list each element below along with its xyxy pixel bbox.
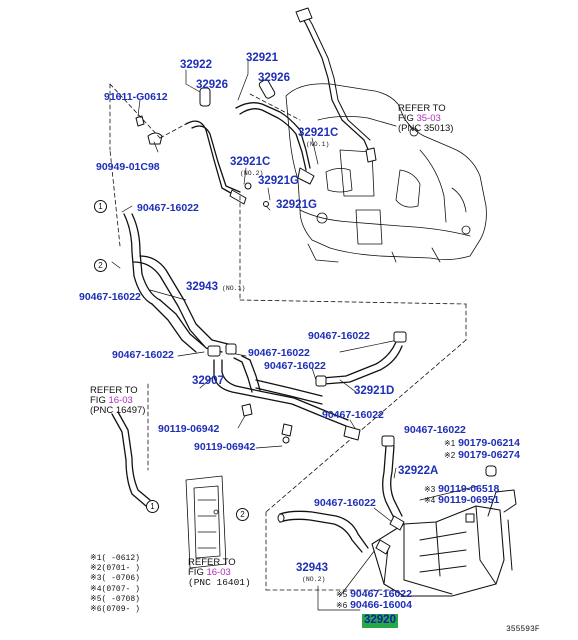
legend-range: (0701- ): [101, 564, 140, 574]
legend-mark: ※5: [90, 594, 102, 604]
refer-fig-line: FIG 35-03: [398, 112, 453, 124]
part-label-90467-16022-5: 90467-16022: [248, 347, 310, 359]
part-label-32921c-no1: 32921C: [298, 127, 339, 139]
legend-range: ( -0706): [101, 574, 140, 584]
no2-note: (NO.2): [240, 170, 264, 177]
legend-mark: ※6: [90, 605, 102, 615]
p90179-06214-text: 90179-06214: [458, 437, 520, 449]
mark-5: ※5: [336, 590, 348, 599]
no2-note-b: (NO.2): [302, 576, 326, 583]
part-label-32922: 32922: [180, 59, 212, 71]
fig-number: 16-03: [108, 394, 133, 406]
drawing-number: 355593F: [506, 625, 540, 634]
mark-1: ※1: [444, 439, 456, 448]
p90119-06951-text: 90119-06951: [438, 494, 500, 506]
part-label-32921g: 32921G: [258, 175, 299, 187]
no1-note: (NO.1): [306, 141, 330, 148]
part-label-32921c-no2: 32921C: [230, 156, 271, 168]
part-label-32920-highlighted: 32920: [362, 614, 398, 628]
legend-mark: ※3: [90, 574, 102, 584]
legend-range: ( -0708): [101, 594, 140, 604]
mark-4: ※4: [424, 496, 436, 505]
legend-row: ※4(0707- ): [90, 585, 140, 595]
fig-number: 16-03: [206, 566, 231, 578]
legend-mark: ※2: [90, 564, 102, 574]
part-label-90467-16022-9: 90467-16022: [314, 497, 376, 509]
transmission-housing: [285, 83, 487, 263]
part-label-90467-16022-10: ※5 90467-16022: [336, 589, 412, 600]
legend-range: ( -0612): [101, 554, 140, 563]
legend-row: ※5( -0708): [90, 595, 140, 605]
refer-pnc: (PNC 16401): [188, 576, 251, 588]
legend-row: ※6(0709- ): [90, 605, 140, 615]
part-label-90179-06274: ※2 90179-06274: [444, 450, 520, 461]
part-label-90119-06518: ※3 90119-06518: [424, 484, 499, 495]
part-label-32943-no2: 32943: [296, 562, 328, 574]
refer-text: REFER TO: [90, 385, 138, 396]
mark-6: ※6: [336, 601, 348, 610]
refer-fig-35-03: REFER TO FIG 35-03 (PNC 35013): [398, 104, 453, 134]
legend-row: ※1( -0612): [90, 554, 140, 564]
part-label-90949-01c98: 90949-01C98: [96, 161, 160, 173]
part-label-90466-16004: ※6 90466-16004: [336, 600, 412, 611]
fig-prefix: FIG: [188, 566, 207, 578]
refer-fig-16-03-a: REFER TO FIG 16-03 (PNC 16497): [90, 386, 145, 416]
part-label-90467-16022-3: 90467-16022: [308, 330, 370, 342]
legend-row: ※2(0701- ): [90, 564, 140, 574]
refer-pnc: (PNC 35013): [398, 122, 454, 134]
part-label-32921d: 32921D: [354, 385, 395, 397]
part-label-90467-16022-8: 90467-16022: [404, 424, 466, 436]
refer-pnc: (PNC 16497): [90, 404, 146, 416]
legend-range: (0707- ): [101, 584, 140, 594]
part-label-90179-06214: ※1 90179-06214: [444, 438, 520, 449]
refer-text: REFER TO: [188, 557, 236, 568]
callout-2: 2: [94, 259, 107, 272]
part-label-90119-06942-1: 90119-06942: [158, 423, 220, 435]
fig-number: 35-03: [416, 112, 441, 124]
refer-fig-line: FIG 16-03: [90, 394, 145, 406]
refer-fig-16-03-b: REFER TO FIG 16-03 (PNC 16401): [188, 558, 251, 588]
part-label-90467-16022-1: 90467-16022: [137, 202, 199, 214]
callout-1-b: 1: [146, 500, 159, 513]
part-label-32921g-b: 32921G: [276, 199, 317, 211]
fig-prefix: FIG: [398, 112, 417, 124]
part-label-32926-b: 32926: [258, 72, 290, 84]
callout-1: 1: [94, 200, 107, 213]
legend-mark: ※4: [90, 584, 102, 594]
p90119-06518-text: 90119-06518: [438, 483, 500, 495]
refer-text: REFER TO: [398, 103, 446, 114]
legend-row: ※3( -0706): [90, 574, 140, 584]
part-label-90467-16022-6: 90467-16022: [264, 360, 326, 372]
p90466-16004-text: 90466-16004: [350, 599, 412, 611]
no1-note-b: (NO.1): [222, 285, 246, 292]
legend-range: (0709- ): [101, 605, 140, 615]
part-label-90467-16022-4: 90467-16022: [112, 349, 174, 361]
part-label-32907: 32907: [192, 375, 224, 387]
oil-cooler: [371, 465, 517, 597]
part-label-90467-16022-7: 90467-16022: [322, 409, 384, 421]
mark-2: ※2: [444, 451, 456, 460]
part-label-32922a: 32922A: [398, 465, 439, 477]
date-legend: ※1( -0612) ※2(0701- ) ※3( -0706) ※4(0707…: [90, 554, 140, 615]
callout-2-b: 2: [236, 508, 249, 521]
part-label-91611-g0612: 91611-G0612: [104, 91, 168, 103]
part-label-32943-no1: 32943: [186, 281, 218, 293]
mark-3: ※3: [424, 485, 436, 494]
p90467-16022-10-text: 90467-16022: [350, 588, 412, 600]
fig-prefix: FIG: [90, 394, 109, 406]
part-label-90119-06942-2: 90119-06942: [194, 441, 256, 453]
part-label-32926: 32926: [196, 79, 228, 91]
part-label-32921: 32921: [246, 52, 278, 64]
legend-mark: ※1: [90, 554, 102, 563]
refer-fig-line: FIG 16-03: [188, 566, 251, 578]
part-label-90467-16022-2: 90467-16022: [79, 291, 141, 303]
part-label-90119-06951: ※4 90119-06951: [424, 495, 499, 506]
p90179-06274-text: 90179-06274: [458, 449, 520, 461]
